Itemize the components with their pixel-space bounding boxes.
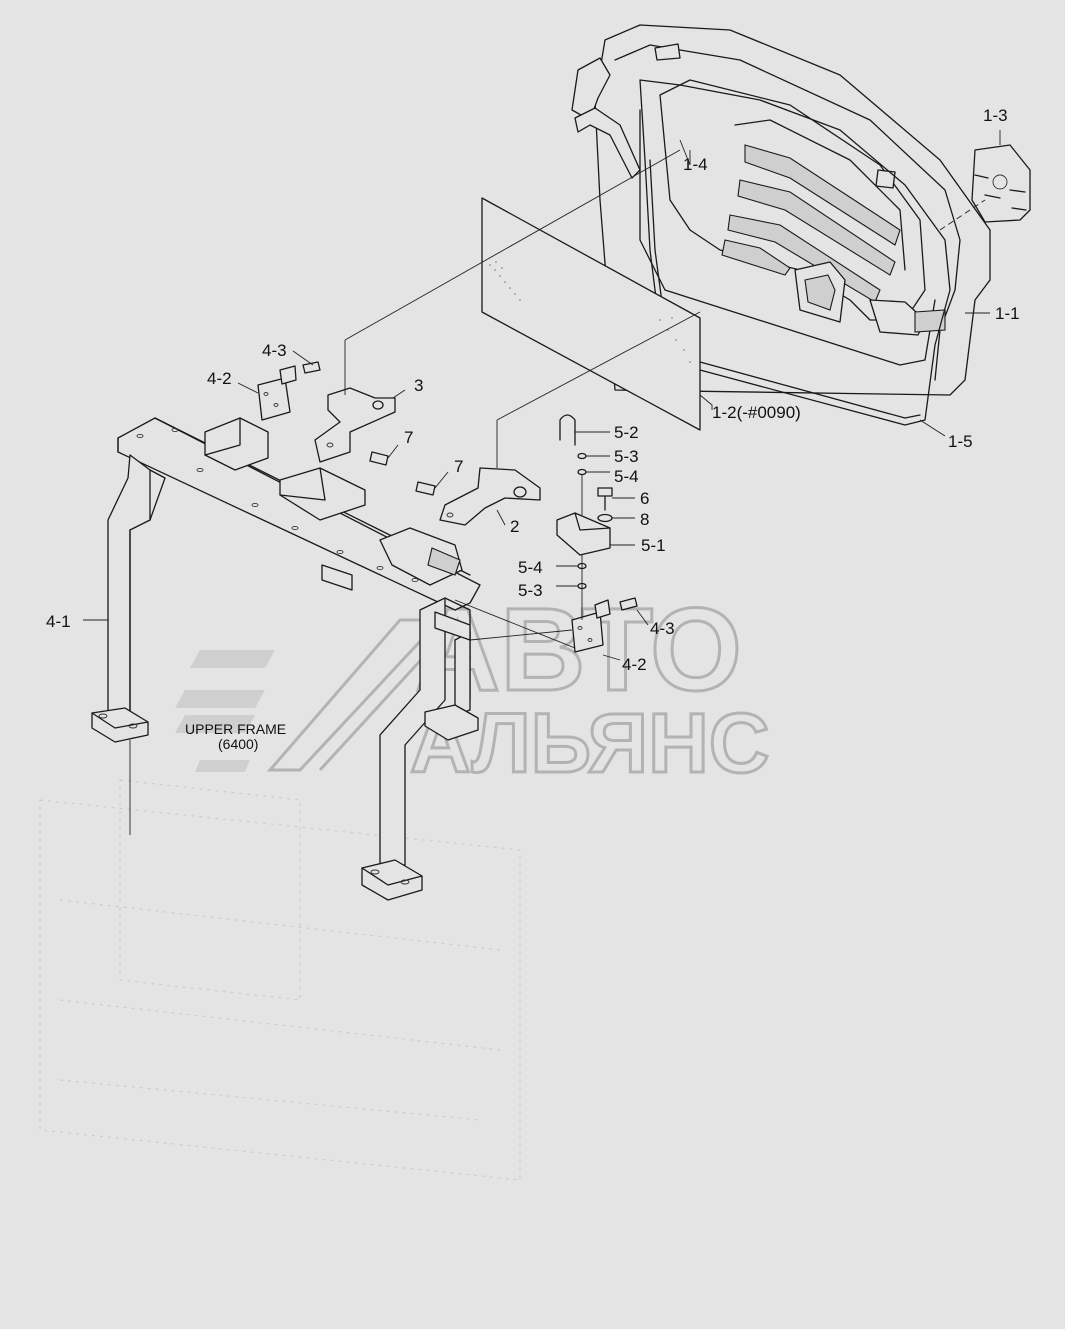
label-4-3-left: 4-3 bbox=[262, 341, 287, 360]
label-1-4: 1-4 bbox=[683, 155, 708, 174]
hinge-2 bbox=[439, 467, 541, 526]
label-1-3: 1-3 bbox=[983, 106, 1008, 125]
plates-4-2 bbox=[257, 365, 611, 653]
label-4-2-right: 4-2 bbox=[622, 655, 647, 674]
label-1-5: 1-5 bbox=[948, 432, 973, 451]
bracket-5 bbox=[556, 414, 611, 590]
insulation-dots bbox=[489, 261, 691, 363]
label-5-4-top: 5-4 bbox=[614, 467, 639, 486]
label-1-2: 1-2(-#0090) bbox=[712, 403, 801, 422]
hinge-3 bbox=[314, 387, 396, 463]
label-5-2: 5-2 bbox=[614, 423, 639, 442]
label-4-3-right: 4-3 bbox=[650, 619, 675, 638]
label-6: 6 bbox=[640, 489, 649, 508]
label-4-1: 4-1 bbox=[46, 612, 71, 631]
label-5-3-top: 5-3 bbox=[614, 447, 639, 466]
label-2: 2 bbox=[510, 517, 519, 536]
label-3: 3 bbox=[414, 376, 423, 395]
label-1-1: 1-1 bbox=[995, 304, 1020, 323]
frame-arch bbox=[91, 417, 481, 901]
label-8: 8 bbox=[640, 510, 649, 529]
label-5-3-bottom: 5-3 bbox=[518, 581, 543, 600]
label-4-2-left: 4-2 bbox=[207, 369, 232, 388]
part-labels: 1-1 1-2(-#0090) 1-3 1-4 1-5 2 3 4-1 4-2 … bbox=[46, 106, 1020, 674]
label-7-right: 7 bbox=[454, 457, 463, 476]
frame-note-line1: UPPER FRAME bbox=[185, 721, 286, 737]
frame-note-line2: (6400) bbox=[218, 736, 258, 752]
watermark-emblem-icon bbox=[175, 618, 444, 772]
label-5-1: 5-1 bbox=[641, 536, 666, 555]
label-7-left: 7 bbox=[404, 428, 413, 447]
beam-holes bbox=[136, 427, 419, 583]
ghost-lower-frame bbox=[39, 779, 521, 1181]
hood-assembly bbox=[481, 24, 1031, 431]
watermark-logo: АВТО АЛЬЯНС bbox=[175, 583, 771, 792]
leader-lines bbox=[83, 130, 1001, 661]
label-5-4-bottom: 5-4 bbox=[518, 558, 543, 577]
upper-frame-note: UPPER FRAME (6400) bbox=[185, 721, 286, 752]
